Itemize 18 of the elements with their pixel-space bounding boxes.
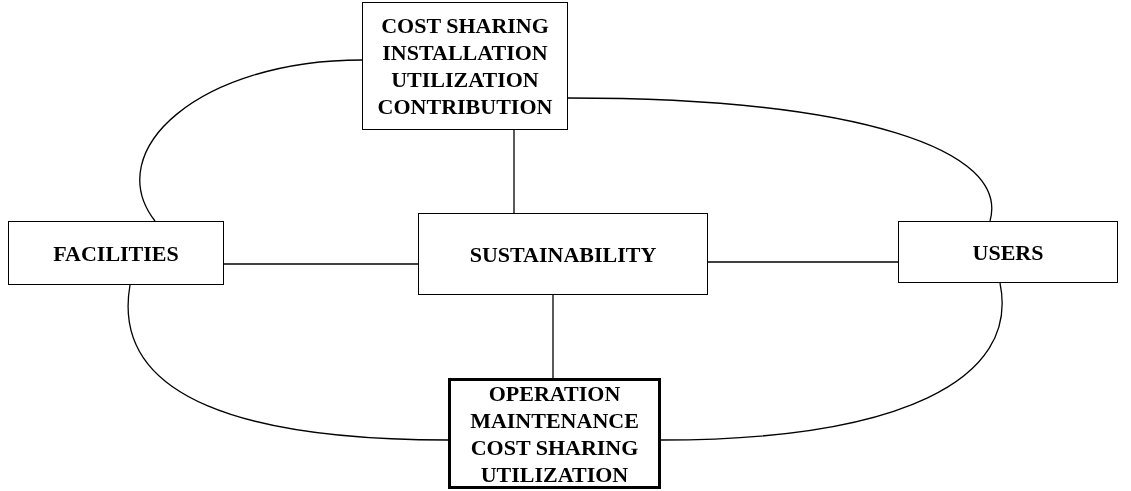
text-box (362, 2, 568, 130)
box-label: FACILITIES (53, 239, 179, 267)
box-label: USERS (972, 238, 1044, 266)
box-label: SUSTAINABILITY (469, 240, 657, 268)
connector-line (127, 284, 449, 441)
connector-line (513, 129, 515, 214)
connector-line (552, 294, 554, 379)
text-box (8, 221, 224, 285)
connector-line (660, 282, 1003, 441)
connector-line (707, 261, 899, 263)
connector-line (567, 97, 993, 222)
text-box (418, 213, 708, 295)
text-box (898, 221, 1118, 283)
connector-line (223, 263, 419, 265)
box-label: COST SHARING INSTALLATION UTILIZATION CONTRIBUTION (376, 12, 554, 120)
text-box (448, 378, 661, 489)
box-label: OPERATION MAINTENANCE COST SHARING UTILIZATION (469, 379, 640, 488)
connector-line (139, 59, 363, 222)
